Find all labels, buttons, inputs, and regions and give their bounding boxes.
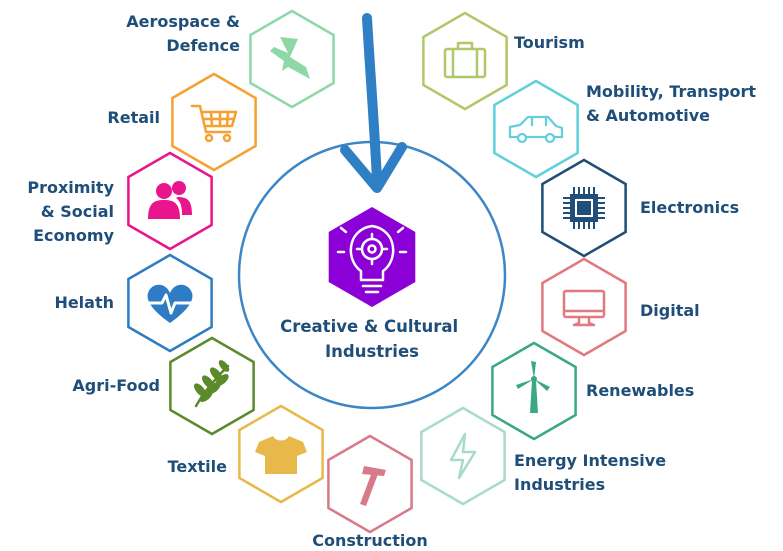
lightning-bolt-icon <box>449 432 477 480</box>
center-label-line-2: Industries <box>325 342 419 361</box>
textile-label-line-1: Textile <box>168 457 228 476</box>
construction-label: Construction <box>312 531 428 550</box>
aerospace-label-line-1: Aerospace & <box>126 12 240 31</box>
mobility-label-line-2: & Automotive <box>586 106 710 125</box>
energy-hexagon <box>420 406 506 506</box>
aerospace-label: Aerospace & Defence <box>126 12 240 55</box>
ecosystem-node-mobility: Mobility, Transport & Automotive <box>493 79 756 179</box>
center-hexagon <box>328 207 416 307</box>
fighter-jet-icon <box>270 37 310 79</box>
proximity-label-line-2: & Social <box>41 202 114 221</box>
proximity-label-line-1: Proximity <box>27 178 114 197</box>
ecosystem-node-textile: Textile <box>168 404 324 504</box>
energy-label-line-1: Energy Intensive <box>514 451 666 470</box>
mobility-label-line-1: Mobility, Transport <box>586 82 756 101</box>
computer-monitor-icon <box>562 289 606 327</box>
mobility-hexagon <box>493 79 579 179</box>
lightbulb-gear-icon <box>336 224 408 294</box>
suitcase-icon <box>443 41 487 79</box>
health-label: Helath <box>54 293 114 312</box>
ecosystem-node-digital: Digital <box>541 257 700 357</box>
ecosystem-node-health: Helath <box>54 253 213 353</box>
ecosystem-node-construction: Construction <box>312 434 428 550</box>
retail-label: Retail <box>107 108 160 127</box>
center-label-line-1: Creative & Cultural <box>280 317 458 336</box>
heart-pulse-icon <box>144 284 196 323</box>
health-label-line-1: Helath <box>54 293 114 312</box>
car-icon <box>508 115 564 144</box>
ecosystem-node-electronics: Electronics <box>541 158 739 258</box>
agrifood-label: Agri-Food <box>72 376 160 395</box>
electronics-label: Electronics <box>640 198 739 217</box>
retail-label-line-1: Retail <box>107 108 160 127</box>
textile-label: Textile <box>168 457 228 476</box>
tourism-label-line-1: Tourism <box>514 33 585 52</box>
electronics-label-line-1: Electronics <box>640 198 739 217</box>
ecosystem-node-aerospace: Aerospace & Defence <box>126 9 335 109</box>
tourism-hexagon <box>422 11 508 111</box>
digital-label: Digital <box>640 301 700 320</box>
renewables-label: Renewables <box>586 381 694 400</box>
center-node: Creative & Cultural Industries <box>280 207 464 361</box>
ecosystem-node-agrifood: Agri-Food <box>72 336 255 436</box>
ecosystem-node-renewables: Renewables <box>491 341 694 441</box>
ecosystem-node-tourism: Tourism <box>422 11 585 111</box>
proximity-label-line-3: Economy <box>33 226 114 245</box>
mobility-label: Mobility, Transport & Automotive <box>586 82 756 125</box>
wind-turbine-icon <box>516 361 550 413</box>
agrifood-label-line-1: Agri-Food <box>72 376 160 395</box>
renewables-label-line-1: Renewables <box>586 381 694 400</box>
people-icon <box>148 181 192 219</box>
aerospace-label-line-2: Defence <box>166 36 240 55</box>
energy-label-line-2: Industries <box>514 475 605 494</box>
microchip-icon <box>563 187 605 229</box>
arrow-head <box>340 142 407 193</box>
wheat-icon <box>194 360 230 408</box>
ecosystem-node-retail: Retail <box>107 72 257 172</box>
hammer-icon <box>360 466 386 506</box>
svg-text:Creative & Cultural Indu: Creative & Cultural Industries <box>280 317 464 361</box>
tourism-label: Tourism <box>514 33 585 52</box>
digital-hexagon <box>541 257 627 357</box>
arrow-shaft <box>362 13 382 185</box>
shopping-cart-icon <box>190 104 238 143</box>
digital-label-line-1: Digital <box>640 301 700 320</box>
retail-hexagon <box>171 72 257 172</box>
construction-label-line-1: Construction <box>312 531 428 550</box>
tshirt-icon <box>255 436 307 474</box>
